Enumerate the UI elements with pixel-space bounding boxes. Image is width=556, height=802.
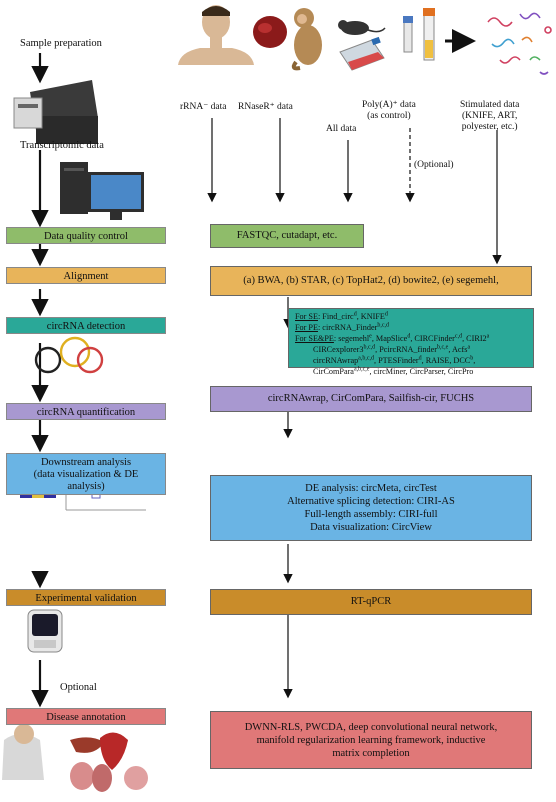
stage-experimental-validation: Experimental validation (6, 589, 166, 606)
downstream-tools-box: DE analysis: circMeta, circTest Alternat… (210, 475, 532, 541)
detection-tools-box: For SE: Find_circd, KNIFEd For PE: circR… (288, 308, 534, 376)
detection-sepe-line: For SE&PE: segemehle, MapSliced, CIRCFin… (295, 333, 490, 343)
computer-illustration (60, 162, 144, 220)
stage-downstream-analysis: Downstream analysis (data visualization … (6, 453, 166, 495)
stimulated-data-label: Stimulated data (KNIFE, ART, polyester, … (460, 100, 520, 132)
stage-circrna-detection: circRNA detection (6, 317, 166, 334)
monkey-illustration (291, 8, 322, 71)
full-length-text: Full-length assembly: CIRI-full (304, 509, 438, 520)
detection-line-6: CirComParaa,b,c,e, circMiner, CircParser… (313, 366, 474, 376)
circrna-rings-illustration (34, 336, 104, 374)
rnaser-data-label: RNaseR⁺ data (238, 102, 293, 112)
alt-splicing-text: Alternative splicing detection: CIRI-AS (287, 496, 455, 507)
quantification-tools-box: circRNAwrap, CirComPara, Sailfish-cir, F… (210, 386, 532, 412)
rrna-data-label: rRNA⁻ data (180, 102, 227, 112)
cell-culture-flask-illustration (339, 36, 385, 71)
alignment-tools-box: (a) BWA, (b) STAR, (c) TopHat2, (d) bowi… (210, 266, 532, 296)
stage-alignment: Alignment (6, 267, 166, 284)
transcriptomic-data-label: Transcriptomic data (20, 140, 104, 151)
polya-data-label: Poly(A)⁺ data (as control) (362, 100, 416, 121)
detection-line-4: CIRCexplorer3b,c,d, PcircRNA_finderb,c,e… (313, 344, 471, 354)
circrna-squiggles-illustration (487, 12, 552, 75)
qpcr-machine-illustration (27, 609, 63, 653)
sample-tubes-illustration (403, 8, 435, 61)
stage-disease-annotation: Disease annotation (6, 708, 166, 725)
disease-tools-box: DWNN-RLS, PWCDA, deep convolutional neur… (210, 711, 532, 769)
mouse-illustration (338, 20, 386, 35)
stage-data-quality-control: Data quality control (6, 227, 166, 244)
detection-se-line: For SE: Find_circd, KNIFEd (295, 311, 388, 321)
qc-tools-box: FASTQC, cutadapt, etc. (210, 224, 364, 248)
detection-line-5: circRNAwrapa,b,c,d, PTESFinderd, RAISE, … (313, 355, 476, 365)
stage-circrna-quantification: circRNA quantification (6, 403, 166, 420)
disease-illustration (2, 724, 148, 792)
human-illustration (178, 5, 254, 65)
organ-illustration (253, 16, 287, 48)
optional-data-label: (Optional) (414, 160, 454, 170)
sequencer-illustration (13, 80, 98, 144)
validation-box: RT-qPCR (210, 589, 532, 615)
all-data-label: All data (326, 124, 357, 134)
de-analysis-text: DE analysis: circMeta, circTest (305, 483, 437, 494)
detection-pe-line: For PE: circRNA_Finderb,c,d (295, 322, 390, 332)
sample-preparation-label: Sample preparation (20, 38, 102, 49)
data-vis-text: Data visualization: CircView (310, 522, 432, 533)
optional-label: Optional (60, 682, 97, 693)
